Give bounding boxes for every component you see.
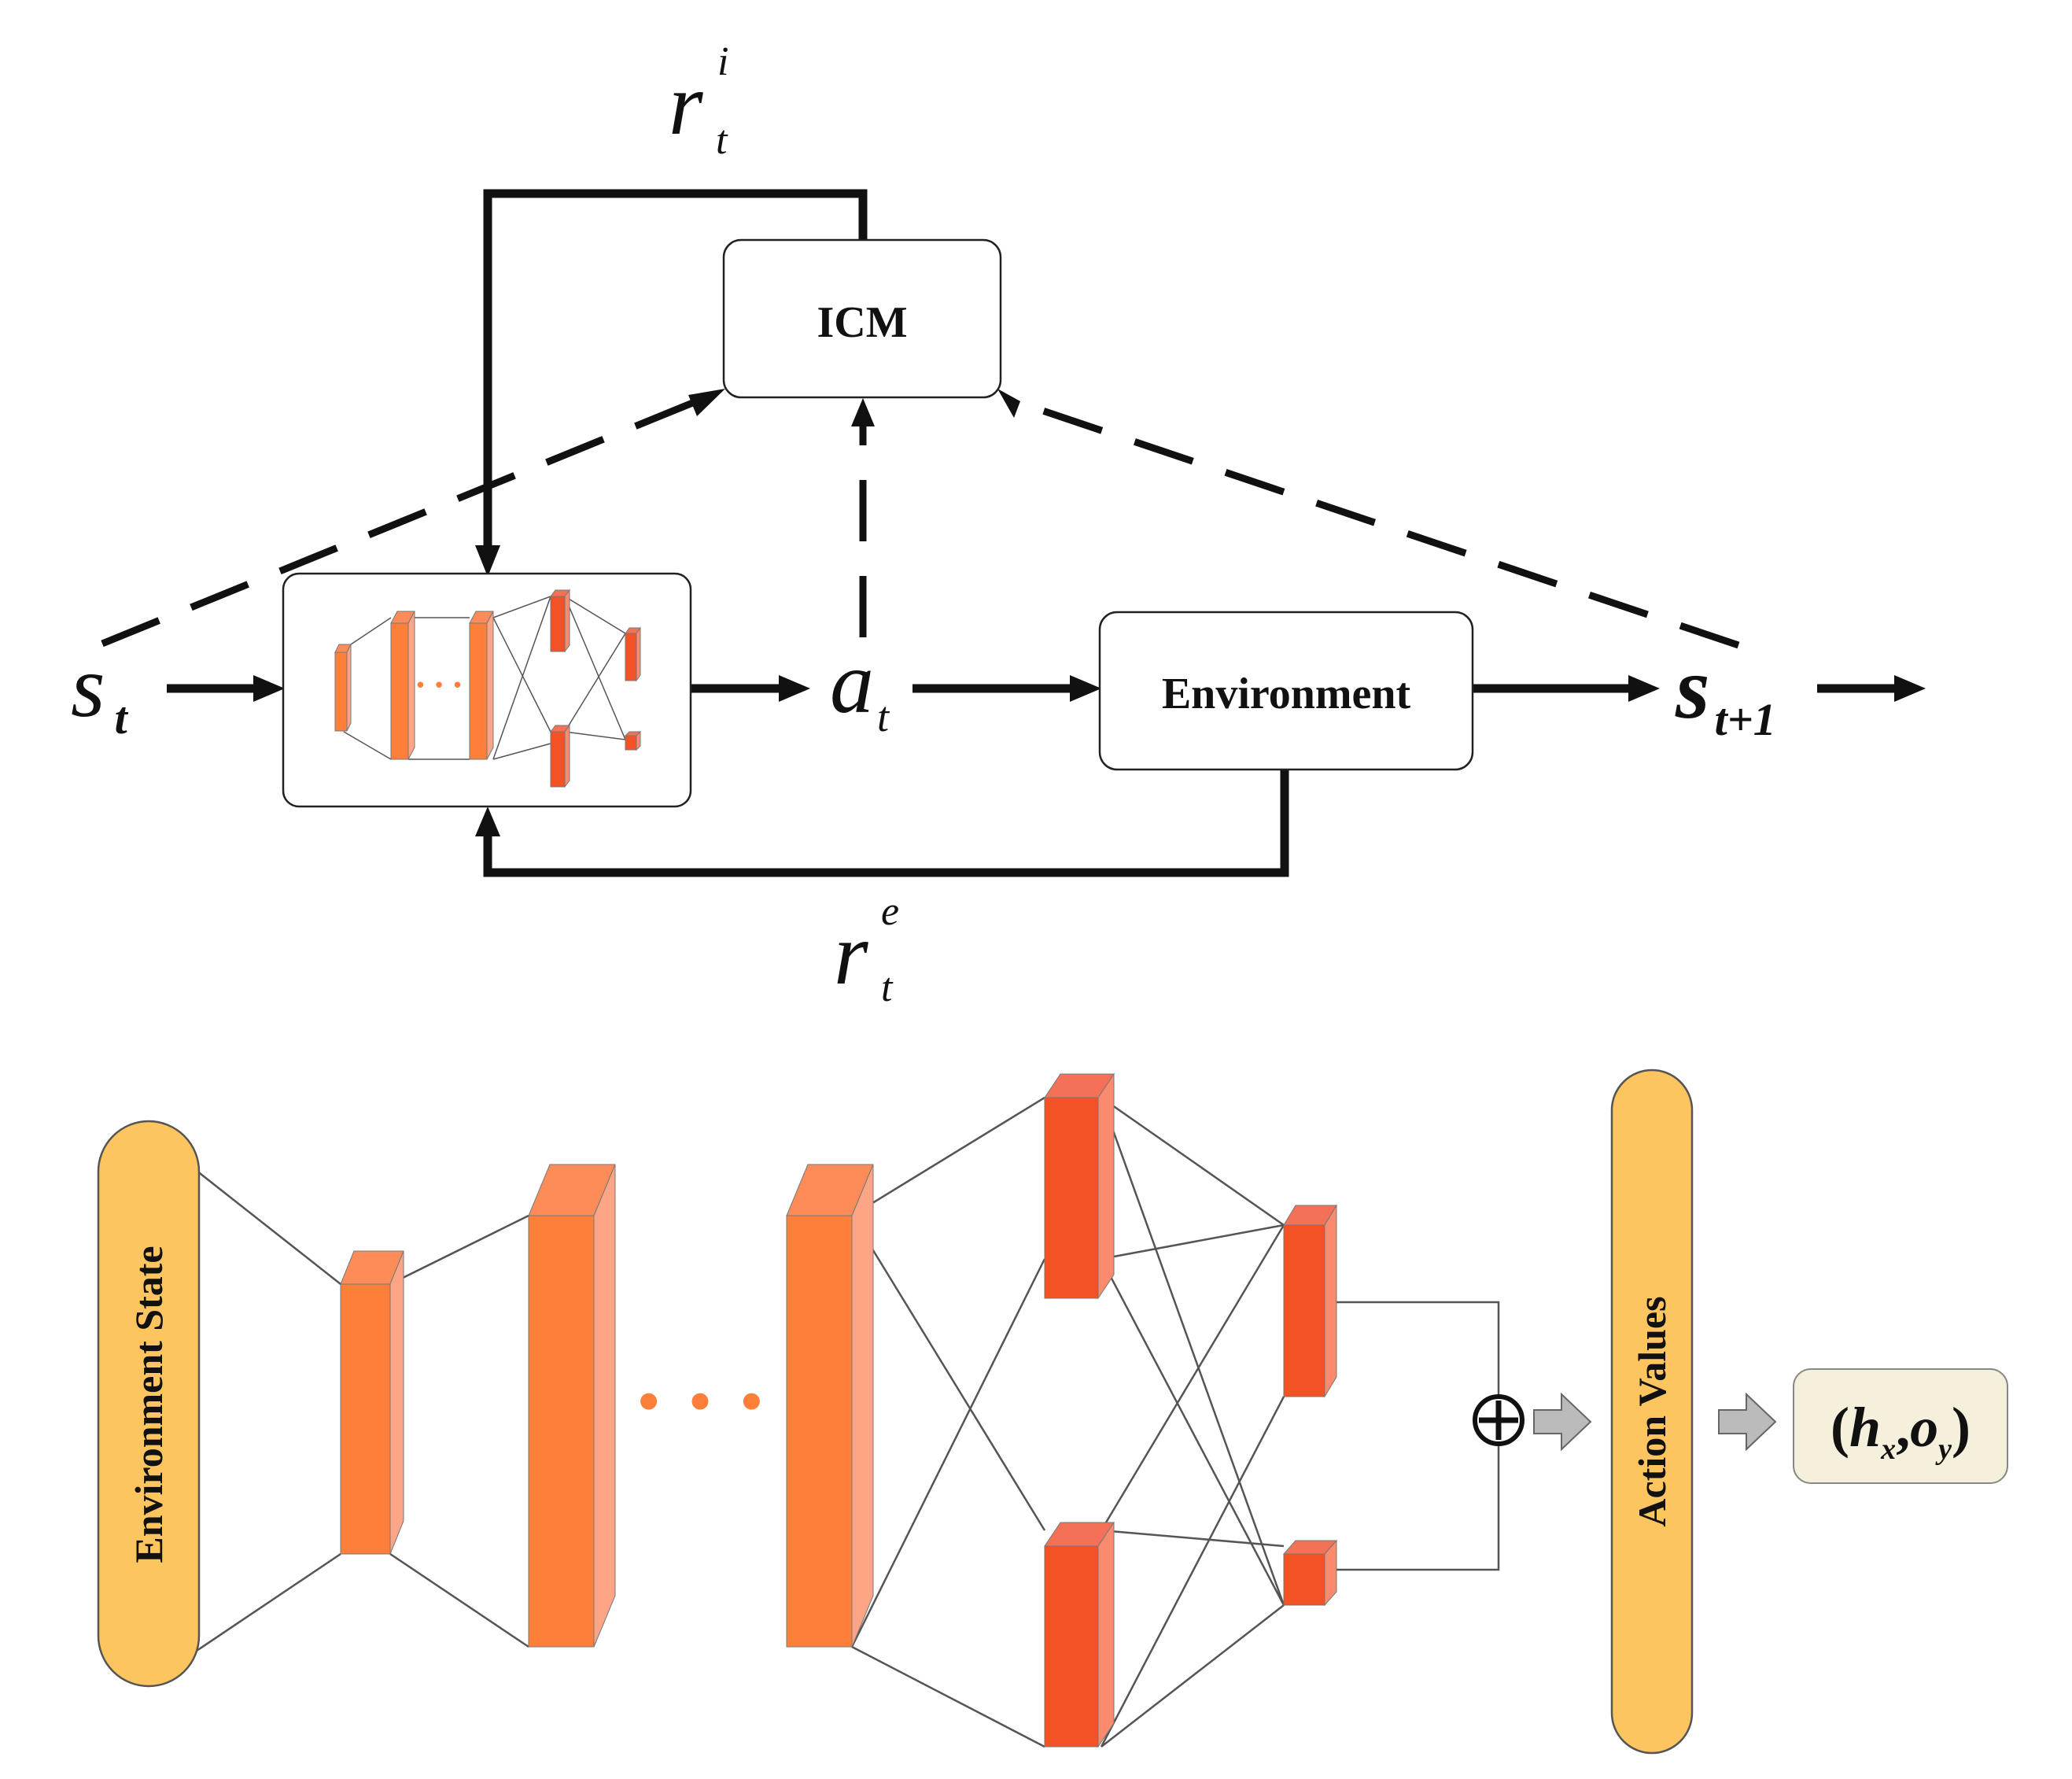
- action-values-label: Action Values: [1630, 1296, 1674, 1526]
- connection-line: [1101, 1529, 1285, 1548]
- connection-line: [1101, 1224, 1285, 1260]
- advantage-stream-head: [1282, 1539, 1338, 1607]
- connection-line: [1100, 1396, 1285, 1748]
- connection-line: [850, 1215, 1046, 1531]
- environment-label: Environment: [1162, 670, 1411, 718]
- mini-connection-line: [492, 743, 551, 760]
- conv-layer-2: [528, 1164, 616, 1648]
- arrowhead-intrinsic-reward: [475, 545, 500, 577]
- dashed-line-state-to-icm: [101, 391, 713, 648]
- mini-fc-bottom: [550, 724, 570, 788]
- arrowhead-extrinsic-reward: [475, 806, 500, 836]
- result-label: (hx,oy): [1831, 1396, 1971, 1466]
- conv-layer-n: [786, 1164, 874, 1648]
- arrowhead-next-state: [1628, 675, 1660, 702]
- connection-line: [1101, 1096, 1285, 1227]
- mini-network-icon: • • •: [334, 589, 642, 788]
- arrowhead-environment: [1070, 675, 1101, 702]
- arrowhead-icm-left: [688, 389, 725, 416]
- environment-state-pill: [97, 1120, 201, 1688]
- arrowhead-action: [779, 675, 810, 702]
- svg-text:i: i: [717, 39, 728, 84]
- svg-text:r: r: [669, 56, 703, 153]
- action-values-pill: [1610, 1069, 1694, 1755]
- mini-conv-n: [469, 611, 494, 760]
- svg-text:t: t: [881, 965, 894, 1010]
- connection-line: [389, 1214, 529, 1286]
- mini-connection-line: [492, 596, 551, 618]
- environment-box: [1098, 611, 1474, 771]
- network-layers: [340, 1072, 1338, 1748]
- value-stream-head: [1283, 1204, 1337, 1398]
- mini-connection-line: [492, 596, 551, 760]
- connection-line: [389, 1552, 529, 1648]
- layers-ellipsis: • • •: [632, 1370, 768, 1436]
- extrinsic-reward-line: [483, 770, 1289, 877]
- arrowhead-icm-bottom: [851, 398, 875, 426]
- mini-advantage-head: [624, 730, 642, 751]
- fc-layer-bottom: [1044, 1521, 1115, 1748]
- mini-connection-line: [564, 596, 626, 634]
- gray-arrow-to-action-values: [1533, 1392, 1592, 1452]
- icm-box: [722, 238, 1002, 399]
- arrowhead-agent: [253, 675, 285, 702]
- svg-text:r: r: [834, 906, 868, 1003]
- connection-line: [1100, 1097, 1285, 1606]
- mini-connection-line: [564, 633, 626, 733]
- environment-state-label: Environment State: [127, 1246, 171, 1563]
- mini-connection-line: [564, 596, 626, 740]
- intrinsic-reward-symbol: r i t: [669, 39, 728, 163]
- dashed-line-next-state-to-icm: [1013, 397, 1740, 649]
- mini-connection-line: [343, 731, 392, 760]
- mini-connection-line: [492, 617, 551, 733]
- fc-layer-top: [1044, 1072, 1115, 1300]
- mini-value-head: [625, 626, 641, 682]
- merge-plus-icon: [1473, 1394, 1525, 1446]
- result-box: [1793, 1368, 2008, 1484]
- network-architecture-diagram: Environment State • • • Action Values (h…: [97, 1069, 2008, 1755]
- merge-connector: [1333, 1301, 1500, 1571]
- conv-layer-1: [340, 1250, 404, 1555]
- mini-connection-line: [564, 731, 626, 740]
- mini-conv-1: [334, 644, 352, 732]
- arrowhead-icm-right: [997, 389, 1020, 418]
- connection-line: [1100, 1258, 1285, 1606]
- connection-line: [1101, 1604, 1285, 1748]
- mini-conv-2: [390, 611, 415, 760]
- connection-line: [196, 1552, 341, 1652]
- mini-fc-top: [550, 589, 570, 653]
- svg-text:t: t: [716, 118, 728, 163]
- icm-label: ICM: [817, 298, 907, 347]
- intrinsic-reward-line: [483, 189, 868, 555]
- mini-ellipsis: • • •: [415, 674, 464, 698]
- connection-line: [1100, 1224, 1285, 1531]
- svg-text:e: e: [881, 889, 899, 934]
- connection-line: [851, 1096, 1045, 1217]
- arrowhead-out: [1894, 675, 1926, 702]
- connection-line: [196, 1170, 341, 1285]
- action-symbol: at: [830, 634, 890, 740]
- network-connections: [196, 1096, 1500, 1748]
- connection-line: [851, 1645, 1045, 1748]
- mini-connection-line: [343, 617, 392, 650]
- dashed-inputs-to-icm: [101, 391, 1740, 649]
- gray-arrow-to-result: [1718, 1392, 1777, 1452]
- connection-line: [850, 1258, 1046, 1648]
- extrinsic-reward-symbol: r e t: [834, 889, 899, 1010]
